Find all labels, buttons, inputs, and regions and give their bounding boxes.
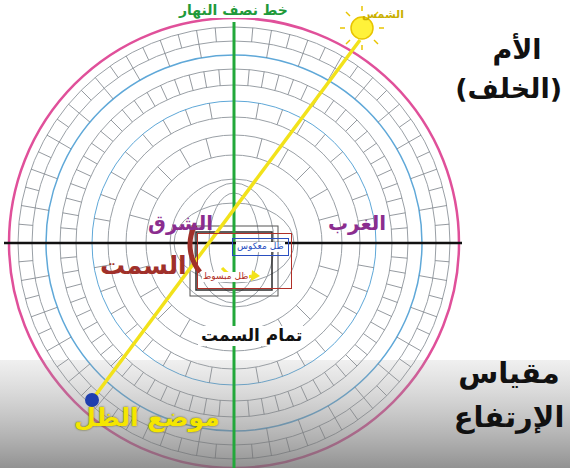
- altitude-scale-label: مقياس الإرتفاع: [452, 352, 566, 439]
- reverse-shadow-box: ظل معكوس: [232, 238, 289, 256]
- sun-label: الشمس: [362, 9, 404, 22]
- east-label: الشرق: [148, 212, 213, 235]
- part-title: الأم (الخلف): [472, 30, 562, 108]
- azimuth-label: السمت: [100, 252, 187, 281]
- meridian-label: خط نصف النهار: [176, 2, 291, 18]
- shadow-position-label: موضع الظل: [74, 404, 220, 433]
- shadow-square-box: ظل مبسوط ظل معكوس: [197, 233, 292, 289]
- node-text: ظل معكوس: [236, 242, 285, 252]
- node-text: ظل مبسوط: [202, 272, 249, 282]
- co-azimuth-label: تمام السمت: [198, 326, 305, 346]
- west-label: الغرب: [328, 212, 386, 235]
